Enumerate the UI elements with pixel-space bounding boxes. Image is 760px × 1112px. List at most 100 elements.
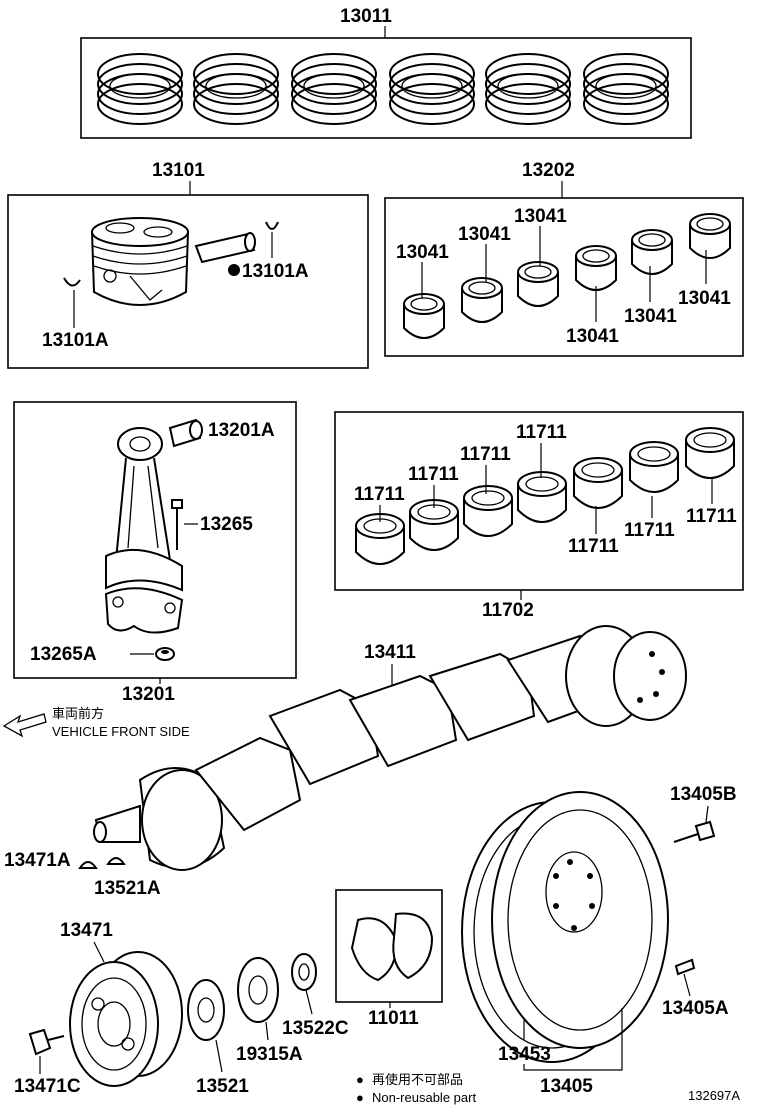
- bearing-label-2: 13041: [458, 224, 511, 245]
- con-rod-label: 13201: [122, 684, 175, 705]
- flywheel-bolt-label: 13405B: [670, 784, 737, 805]
- bearing-label-4: 13041: [566, 326, 619, 347]
- piston-pin-clip-right: [265, 221, 279, 230]
- crank-bearing-label-3: 11711: [408, 464, 459, 485]
- crank-bearing-label-2: 11711: [460, 444, 511, 465]
- con-rod-bearing: [689, 213, 731, 259]
- clip-label-right: 13101A: [242, 261, 309, 282]
- crank-bearing: [685, 427, 735, 479]
- ring-set-label: 13011: [340, 6, 392, 27]
- crankshaft: [93, 625, 687, 871]
- con-rod-bolt: [171, 499, 183, 550]
- legend-text-ja: 再使用不可部品: [372, 1072, 463, 1087]
- piston-ring-set: [485, 53, 571, 125]
- gear-19315a-label: 19315A: [236, 1044, 303, 1065]
- piston-rings: [97, 53, 669, 125]
- piston-label: 13101: [152, 160, 205, 181]
- crank-bearings: [355, 427, 735, 565]
- diagram-id: 132697A: [688, 1088, 740, 1103]
- crank-bearing-set-group: 11711 11711 11711 11711 11711 11711 1171…: [334, 411, 744, 621]
- gears-group: 13521 19315A 13522C: [187, 953, 349, 1097]
- con-rod-bearing: [461, 277, 503, 323]
- crank-bearing: [629, 441, 679, 493]
- flywheel-locator-pin: [674, 958, 696, 976]
- vehicle-front-indicator: 車両前方 VEHICLE FRONT SIDE: [2, 706, 190, 739]
- clip-label-left: 13101A: [42, 330, 109, 351]
- crank-bearing: [517, 471, 567, 523]
- crank-bearing-set-label: 11702: [482, 600, 534, 621]
- pulley-key: [78, 861, 98, 869]
- crank-bearing: [573, 457, 623, 509]
- ring-gear-label: 13453: [498, 1044, 551, 1065]
- flywheel: [491, 791, 669, 1049]
- flywheel-bolt: [673, 820, 716, 843]
- bearing-label-3: 13041: [514, 206, 567, 227]
- front-arrow-icon: [2, 713, 47, 738]
- piston-ring-set: [193, 53, 279, 125]
- piston-ring-set: [583, 53, 669, 125]
- crank-timing-gear: [187, 979, 225, 1041]
- piston-ring-set: [291, 53, 377, 125]
- con-rod-bearing: [631, 229, 673, 275]
- thrust-washer-label: 11011: [368, 1008, 419, 1029]
- con-rod-bearings: [403, 213, 731, 339]
- thrust-washer-group: 11011: [335, 889, 443, 1029]
- piston-pin: [194, 232, 256, 264]
- piston-ring-set: [389, 53, 475, 125]
- thrust-washer-right: [392, 912, 434, 980]
- crankshaft-label: 13411: [364, 642, 416, 663]
- bolt-label: 13265: [200, 514, 253, 535]
- crank-bearing-set-box: [334, 411, 744, 591]
- ring-set-box: [80, 37, 692, 139]
- front-label-en: VEHICLE FRONT SIDE: [52, 724, 190, 739]
- piston-box: [7, 194, 369, 369]
- flywheel-group: 13405B 13405A 13453 13405: [461, 784, 737, 1097]
- crank-pulley-group: 13471 13471C: [14, 920, 183, 1097]
- con-rod-bearing: [403, 293, 445, 339]
- con-rod-bearing-set-group: 13202 13041 13041 13041 13041 13041 1304…: [384, 160, 744, 357]
- nut-label: 13265A: [30, 644, 97, 665]
- thrust-washer-box: [335, 889, 443, 1003]
- legend-symbol-2: ●: [356, 1090, 364, 1105]
- pulley-key-label: 13471A: [4, 850, 71, 871]
- con-rod-bearing-set-box: [384, 197, 744, 357]
- piston-group: 13101 13101A 13101A: [7, 160, 369, 369]
- crank-pulley-label: 13471: [60, 920, 113, 941]
- pulley-bolt: [28, 1028, 65, 1056]
- gear-19315a: [237, 957, 279, 1023]
- bearing-label-6: 13041: [678, 288, 731, 309]
- bearing-label-5: 13041: [624, 306, 677, 327]
- crank-bearing: [409, 499, 459, 551]
- legend-symbol-1: ●: [356, 1072, 364, 1087]
- crank-bearing-label-4: 11711: [354, 484, 405, 505]
- ring-set-group: 13011: [80, 6, 692, 139]
- crank-bearing-label-5: 11711: [568, 536, 619, 557]
- crank-bearing-label-7: 11711: [686, 506, 737, 527]
- legend: ● 再使用不可部品 ● Non-reusable part: [356, 1072, 476, 1105]
- crank-key: [106, 857, 126, 865]
- crank-bearing: [355, 513, 405, 565]
- crank-bearing-label-1: 11711: [516, 422, 567, 443]
- legend-text-en: Non-reusable part: [372, 1090, 476, 1105]
- crank-bearing-label-6: 11711: [624, 520, 675, 541]
- con-rod-box: [13, 401, 297, 679]
- bushing-label: 13201A: [208, 420, 275, 441]
- gear-13522c-label: 13522C: [282, 1018, 349, 1039]
- flywheel-locator-label: 13405A: [662, 998, 729, 1019]
- keys-group: 13471A 13521A: [4, 850, 161, 899]
- con-rod-bearing: [517, 261, 559, 307]
- piston-ring-set: [97, 53, 183, 125]
- con-rod-bearing-set-label: 13202: [522, 160, 575, 181]
- crank-pulley: [69, 951, 183, 1087]
- flywheel-label: 13405: [540, 1076, 593, 1097]
- front-label-ja: 車両前方: [52, 706, 104, 721]
- con-rod: [104, 427, 184, 634]
- pulley-bolt-label: 13471C: [14, 1076, 81, 1097]
- thrust-washer-left: [350, 917, 398, 982]
- con-rod-bushing: [168, 418, 203, 448]
- con-rod-group: 13201 13201A 13265 13265A: [13, 401, 297, 705]
- crank-timing-gear-label: 13521: [196, 1076, 249, 1097]
- con-rod-nut: [155, 647, 175, 661]
- non-reusable-marker: [228, 264, 240, 276]
